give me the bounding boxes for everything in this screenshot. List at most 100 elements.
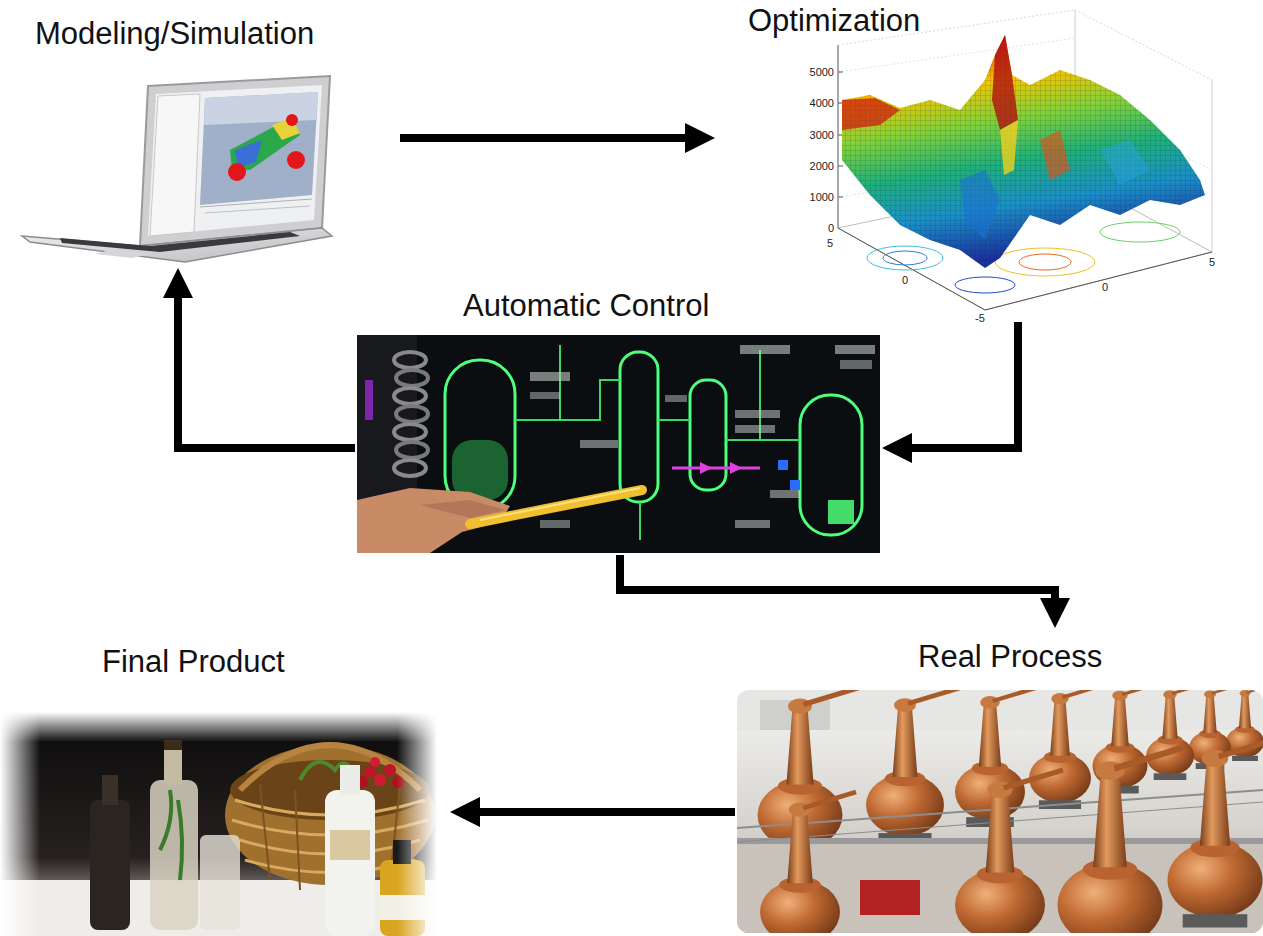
surface-plot-part xyxy=(1000,120,1018,175)
product-photo-part xyxy=(330,830,370,860)
laptop-illustration-part xyxy=(286,114,298,126)
arrow-head xyxy=(882,433,912,463)
control-panel-photo-part xyxy=(540,520,570,528)
arrow-head xyxy=(685,123,715,153)
control-panel-photo-part xyxy=(740,345,790,354)
surface-plot-part xyxy=(842,35,1205,268)
axis-tick-label: -5 xyxy=(975,312,985,324)
figure-panel: Final Product xyxy=(0,640,450,936)
arrow-head xyxy=(1040,598,1070,628)
product-photo-part xyxy=(364,766,376,778)
control-panel-photo-part xyxy=(480,488,640,520)
distillery-photo xyxy=(737,690,1263,933)
distillery-photo-part xyxy=(737,690,1263,730)
laptop-illustration-part xyxy=(95,250,150,258)
surface-plot-part xyxy=(838,166,843,167)
axis-tick-label: 5000 xyxy=(810,66,834,78)
control-panel-photo-part xyxy=(800,395,862,535)
control-panel-photo-part xyxy=(396,370,428,386)
product-photo-part xyxy=(240,745,420,790)
product-photo-part xyxy=(164,745,182,785)
distillery-photo-part xyxy=(1058,748,1184,934)
surface-plot-part xyxy=(842,35,1205,268)
surface-plot-part xyxy=(995,248,1095,276)
flow-arrow xyxy=(163,268,355,448)
surface-plot-part xyxy=(1100,222,1180,242)
control-panel-photo-part xyxy=(394,388,426,404)
control-panel-photo-part xyxy=(394,424,426,440)
surface-plot-part xyxy=(960,170,1000,240)
control-panel-photo-part xyxy=(396,442,428,458)
flow-arrow xyxy=(882,322,1018,463)
arrow-line xyxy=(620,555,1055,600)
product-photo-part xyxy=(0,712,40,936)
laptop-illustration-part xyxy=(205,206,310,213)
figure-panel: Optimization xyxy=(715,2,1225,322)
laptop-illustration-part xyxy=(204,92,318,125)
surface-plot-part xyxy=(867,246,943,270)
axis-tick-label: 3000 xyxy=(810,129,834,141)
surface-plot xyxy=(838,10,1212,310)
surface-plot-part xyxy=(1075,10,1212,80)
distillery-photo-part xyxy=(1029,690,1103,809)
flow-arrow xyxy=(450,797,735,827)
control-panel-photo-part xyxy=(840,360,872,369)
arrow-line xyxy=(478,808,735,816)
control-panel-photo-part xyxy=(365,380,373,420)
control-panel-photo-part xyxy=(790,480,800,490)
flow-arrow xyxy=(400,123,715,153)
product-photo-part xyxy=(160,790,182,880)
axis-tick-label: 5 xyxy=(1209,256,1215,268)
stage-heading: Final Product xyxy=(102,643,285,680)
control-panel-photo-part xyxy=(394,460,426,476)
control-panel-photo-part xyxy=(357,335,880,553)
axis-tick-label: 4000 xyxy=(810,97,834,109)
surface-plot-part xyxy=(1100,140,1150,185)
figure-panel: Real Process xyxy=(735,628,1263,936)
product-photo-part xyxy=(0,712,437,936)
laptop-illustration-part xyxy=(200,92,318,205)
control-panel-photo-part xyxy=(735,410,780,418)
laptop-illustration-part xyxy=(200,199,312,207)
distillery-photo-part xyxy=(866,690,960,844)
control-panel-photo-part xyxy=(730,462,742,474)
stage-heading: Real Process xyxy=(918,638,1102,675)
figure-panel: Automatic Control xyxy=(355,285,882,555)
control-panel-photo-part xyxy=(672,467,760,470)
stage-heading: Modeling/Simulation xyxy=(35,15,314,52)
figure-panel: Modeling/Simulation xyxy=(20,10,400,268)
surface-plot-part xyxy=(838,38,1075,72)
product-photo xyxy=(0,712,437,936)
control-panel-photo-part xyxy=(445,360,515,510)
control-panel-photo-part xyxy=(735,520,770,528)
product-photo-part xyxy=(397,712,437,936)
arrow-head xyxy=(450,797,480,827)
laptop-illustration-part xyxy=(287,151,305,169)
arrow-line xyxy=(910,322,1018,448)
product-photo-part xyxy=(374,774,386,786)
laptop-illustration xyxy=(22,76,332,262)
control-panel-photo-part xyxy=(778,460,788,470)
control-panel-photo-part xyxy=(452,440,508,500)
axis-tick-label: 0 xyxy=(1102,281,1108,293)
control-panel-photo-part xyxy=(396,406,428,422)
laptop-illustration-part xyxy=(150,94,200,236)
surface-plot-part xyxy=(1212,80,1213,252)
distillery-photo-part xyxy=(955,770,1063,933)
product-photo-part xyxy=(90,800,130,930)
surface-plot-part xyxy=(842,98,900,130)
product-photo-part xyxy=(0,712,437,742)
control-panel-photo-part xyxy=(690,380,726,490)
control-panel-photo xyxy=(357,335,880,553)
laptop-illustration-part xyxy=(140,76,330,246)
control-panel-photo-part xyxy=(770,490,800,498)
control-panel-photo-part xyxy=(835,345,875,354)
distillery-photo-part xyxy=(860,880,920,915)
axis-tick-label: 2000 xyxy=(810,160,834,172)
surface-plot-part xyxy=(985,252,1212,310)
axis-tick-label: 1000 xyxy=(810,191,834,203)
control-panel-photo-part xyxy=(665,395,687,402)
control-panel-photo-part xyxy=(735,425,775,433)
